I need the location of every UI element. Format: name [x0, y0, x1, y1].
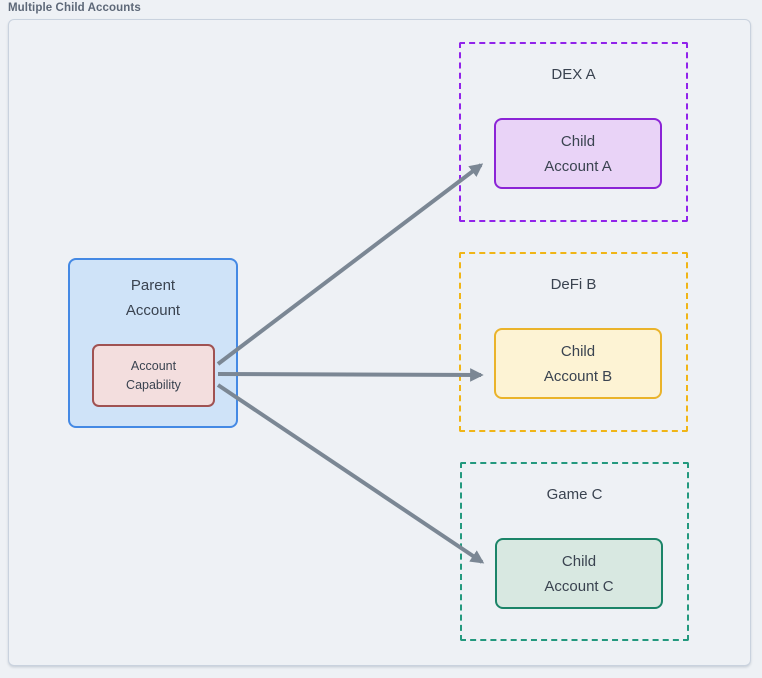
group-dex-a-title: DEX A — [551, 66, 596, 83]
child-account-c-label-line2: Account C — [544, 577, 614, 595]
child-account-b-node: Child Account B — [494, 328, 662, 399]
parent-account-label-line1: Parent — [130, 277, 176, 294]
group-defi-b-title: DeFi B — [550, 276, 597, 293]
child-account-c-node: Child Account C — [495, 538, 663, 609]
child-account-a-node: Child Account A — [494, 118, 662, 189]
account-capability-label-line2: Capability — [126, 377, 181, 392]
group-dex-a: DEX A Child Account A — [459, 42, 688, 222]
child-account-a-label-line1: Child — [560, 132, 596, 150]
page-title: Multiple Child Accounts — [8, 2, 141, 14]
child-account-b-label-line2: Account B — [543, 367, 613, 385]
group-game-c-title: Game C — [546, 486, 603, 503]
group-defi-b: DeFi B Child Account B — [459, 252, 688, 432]
child-account-c-label-line1: Child — [561, 552, 597, 570]
group-game-c: Game C Child Account C — [460, 462, 689, 641]
account-capability-node: Account Capability — [92, 344, 215, 407]
child-account-a-label-line2: Account A — [544, 157, 612, 175]
parent-account-label-line2: Account — [125, 302, 181, 319]
child-account-b-label-line1: Child — [560, 342, 596, 360]
account-capability-label-line1: Account — [130, 358, 177, 373]
